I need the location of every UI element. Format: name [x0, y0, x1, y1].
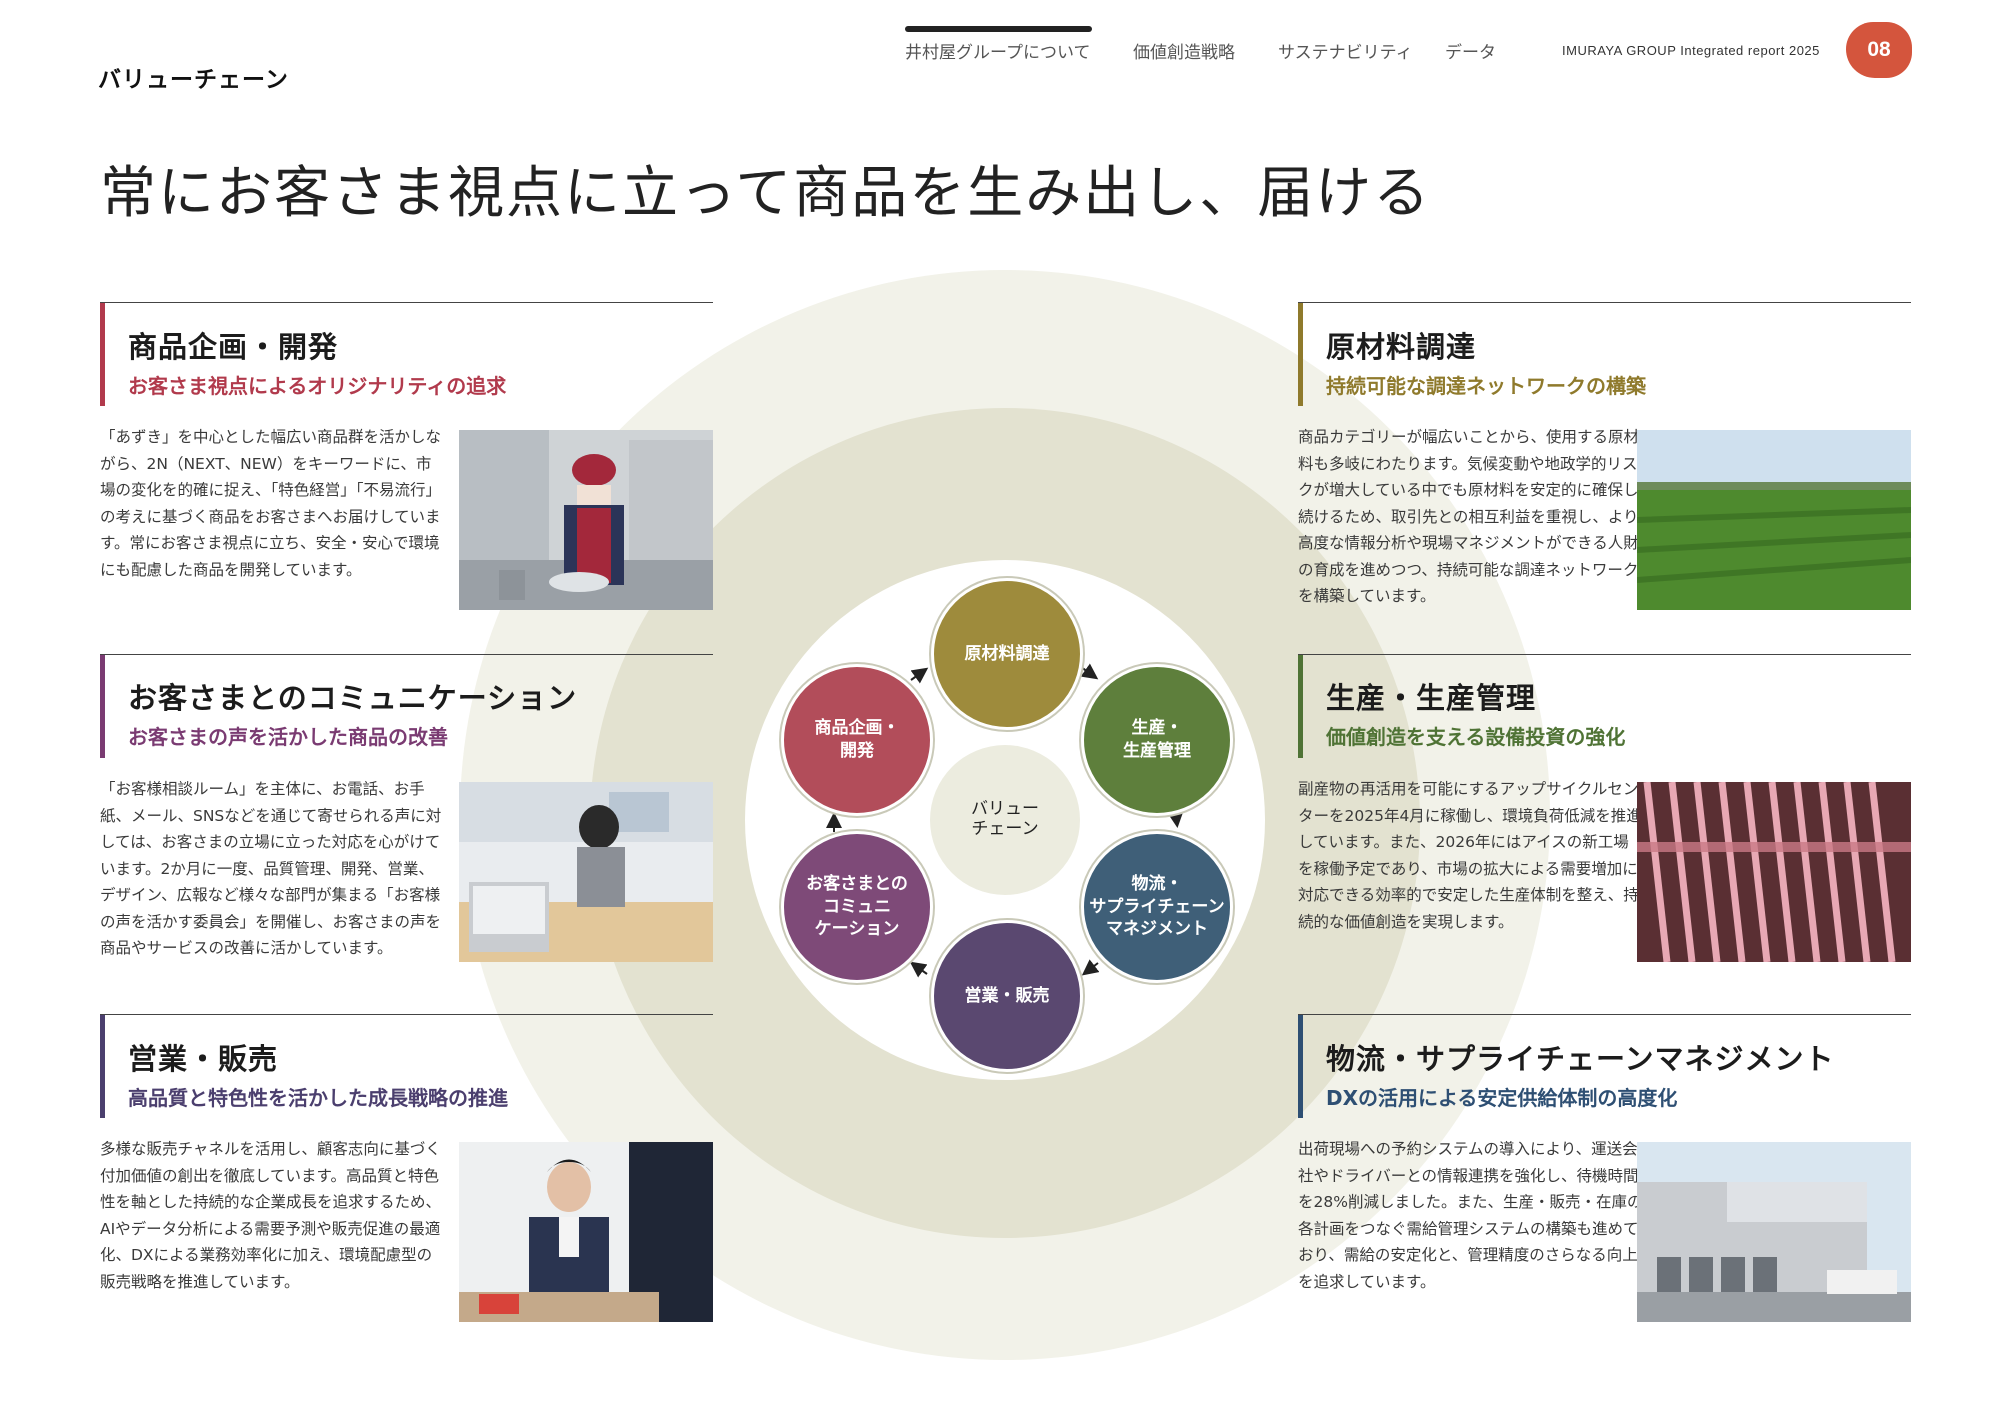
planning-photo: [459, 430, 713, 610]
nav-active-indicator: [905, 26, 1092, 32]
value-chain-center: バリュー チェーン: [930, 745, 1080, 895]
section-accent-bar: [1298, 1015, 1303, 1118]
logistics-title: 物流・サプライチェーンマネジメント: [1326, 1042, 1835, 1076]
node-procurement[interactable]: 原材料調達: [931, 578, 1083, 730]
production-body: 副産物の再活用を可能にするアップサイクルセンターを2025年4月に稼働し、環境負…: [1298, 780, 1642, 931]
production-subtitle: 価値創造を支える設備投資の強化: [1326, 725, 1626, 749]
node-sales[interactable]: 営業・販売: [931, 920, 1083, 1072]
section-accent-bar: [1298, 303, 1303, 406]
section-accent-bar: [100, 303, 105, 406]
sales-subtitle: 高品質と特色性を活かした成長戦略の推進: [128, 1086, 508, 1110]
nav-item-strategy[interactable]: 価値創造戦略: [1133, 43, 1235, 63]
logistics-body: 出荷現場への予約システムの導入により、運送会社やドライバーとの情報連携を強化し、…: [1298, 1140, 1643, 1291]
procurement-photo: [1637, 430, 1911, 610]
communication-title: お客さまとのコミュニケーション: [128, 681, 578, 715]
production-photo: [1637, 782, 1911, 962]
node-label: 原材料調達: [964, 643, 1050, 664]
node-label: お客さまとの コミュニ ケーション: [806, 873, 908, 940]
section-divider: [100, 302, 713, 303]
section-accent-bar: [100, 1015, 105, 1118]
procurement-subtitle: 持続可能な調達ネットワークの構築: [1326, 374, 1646, 398]
node-label: 商品企画・ 開発: [814, 718, 900, 761]
planning-title: 商品企画・開発: [128, 330, 339, 364]
node-production[interactable]: 生産・ 生産管理: [1081, 664, 1233, 816]
sales-photo: [459, 1142, 713, 1322]
section-divider: [100, 1014, 713, 1015]
section-divider: [1298, 654, 1911, 655]
logistics-photo: [1637, 1142, 1911, 1322]
nav-item-about[interactable]: 井村屋グループについて: [905, 43, 1091, 63]
node-label: 営業・販売: [964, 985, 1050, 1006]
procurement-body: 商品カテゴリーが幅広いことから、使用する原材料も多岐にわたります。気候変動や地政…: [1298, 428, 1640, 605]
section-divider: [1298, 1014, 1911, 1015]
planning-body: 「あずき」を中心とした幅広い商品群を活かしながら、2N（NEXT、NEW）をキー…: [100, 428, 442, 579]
section-label: バリューチェーン: [98, 67, 289, 93]
node-planning[interactable]: 商品企画・ 開発: [781, 664, 933, 816]
node-label: 生産・ 生産管理: [1123, 718, 1191, 761]
sales-body: 多様な販売チャネルを活用し、顧客志向に基づく付加価値の創出を徹底しています。高品…: [100, 1140, 442, 1291]
planning-subtitle: お客さま視点によるオリジナリティの追求: [128, 374, 507, 398]
sales-title: 営業・販売: [128, 1042, 279, 1076]
section-accent-bar: [100, 655, 105, 758]
node-logistics[interactable]: 物流・ サプライチェーン マネジメント: [1081, 831, 1233, 983]
page-title: 常にお客さま視点に立って商品を生み出し、届ける: [100, 161, 1432, 226]
section-divider: [1298, 302, 1911, 303]
logistics-subtitle: DXの活用による安定供給体制の高度化: [1326, 1086, 1678, 1110]
communication-body: 「お客様相談ルーム」を主体に、お電話、お手紙、メール、SNSなどを通じて寄せられ…: [100, 780, 442, 957]
production-title: 生産・生産管理: [1326, 681, 1537, 715]
section-accent-bar: [1298, 655, 1303, 758]
center-label: バリュー チェーン: [971, 799, 1039, 839]
communication-subtitle: お客さまの声を活かした商品の改善: [128, 725, 448, 749]
node-communication[interactable]: お客さまとの コミュニ ケーション: [781, 831, 933, 983]
procurement-title: 原材料調達: [1326, 330, 1477, 364]
nav-item-data[interactable]: データ: [1445, 43, 1496, 63]
communication-photo: [459, 782, 713, 962]
report-title: IMURAYA GROUP Integrated report 2025: [1562, 43, 1820, 58]
section-divider: [100, 654, 713, 655]
node-label: 物流・ サプライチェーン マネジメント: [1089, 873, 1225, 940]
nav-item-sustainability[interactable]: サステナビリティ: [1278, 43, 1413, 63]
page-number-badge: 08: [1846, 22, 1912, 78]
